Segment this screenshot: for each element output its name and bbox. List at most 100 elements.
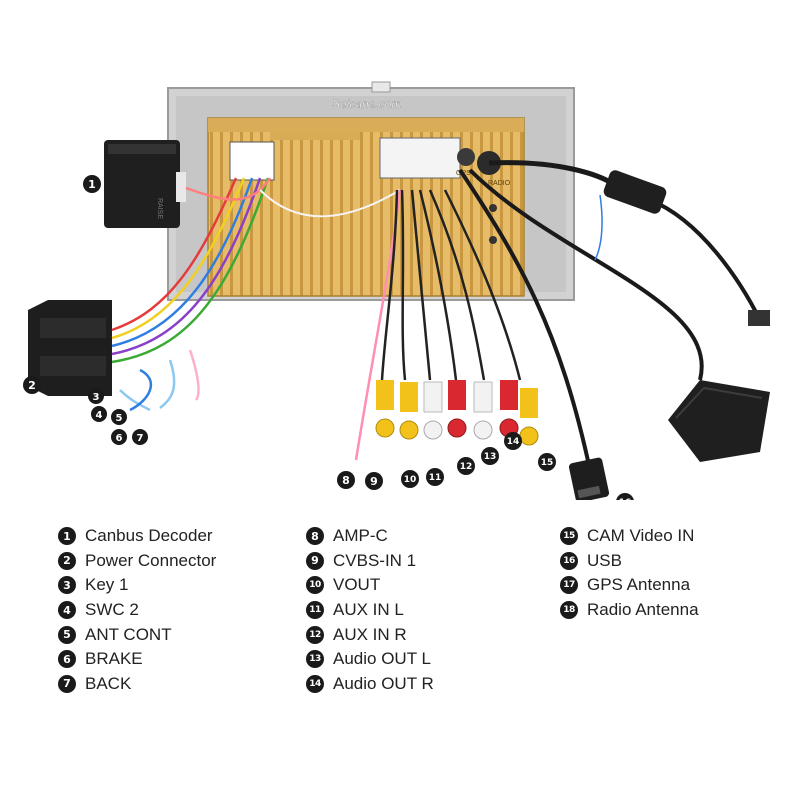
legend-label: Power Connector <box>85 550 217 570</box>
legend-number-badge: 15 <box>560 527 578 546</box>
svg-text:8: 8 <box>342 474 350 487</box>
callout-marker-7: 7 <box>132 429 148 445</box>
svg-text:15: 15 <box>541 458 554 468</box>
legend-item-4: 4 SWC 2 <box>58 598 216 623</box>
harness-wires <box>111 160 762 471</box>
legend-item-14: 14 Audio OUT R <box>306 672 434 697</box>
svg-text:6: 6 <box>116 433 123 444</box>
legend-number-badge: 4 <box>58 601 76 620</box>
radio-antenna-adapter <box>603 170 770 326</box>
legend-number-badge: 12 <box>306 625 324 644</box>
callout-marker-3: 3 <box>88 388 104 404</box>
callout-marker-5: 5 <box>111 409 127 425</box>
callout-marker-4: 4 <box>91 406 107 422</box>
legend-number-badge: 16 <box>560 551 578 570</box>
power-connector <box>28 300 112 396</box>
legend-label: SWC 2 <box>85 600 139 620</box>
callout-marker-15: 15 <box>538 453 556 471</box>
legend-number-badge: 1 <box>58 527 76 546</box>
legend-number-badge: 14 <box>306 674 324 693</box>
legend-label: Canbus Decoder <box>85 526 213 546</box>
usb-plug <box>568 457 610 500</box>
callout-marker-1: 1 <box>83 175 101 193</box>
legend-item-9: 9 CVBS-IN 1 <box>306 549 434 574</box>
svg-text:4: 4 <box>96 410 103 421</box>
svg-text:13: 13 <box>484 452 497 462</box>
legend-label: BACK <box>85 673 132 693</box>
legend-item-8: 8 AMP-C <box>306 524 434 549</box>
legend-item-5: 5 ANT CONT <box>58 622 216 647</box>
svg-text:5: 5 <box>116 413 123 424</box>
legend-number-badge: 7 <box>58 674 76 693</box>
svg-text:2: 2 <box>28 379 36 392</box>
legend-label: BRAKE <box>85 649 143 669</box>
legend-item-18: 18 Radio Antenna <box>560 598 699 623</box>
legend-item-6: 6 BRAKE <box>58 647 216 672</box>
legend-label: VOUT <box>333 575 381 595</box>
legend-label: AUX IN L <box>333 600 404 620</box>
legend-number-badge: 8 <box>306 527 324 546</box>
legend-label: Audio OUT L <box>333 649 431 669</box>
av-connector-block <box>379 137 461 179</box>
radio-port-label: RADIO <box>488 180 511 187</box>
svg-text:12: 12 <box>460 462 473 472</box>
svg-text:7: 7 <box>137 433 144 444</box>
legend-label: Radio Antenna <box>587 600 699 620</box>
callout-marker-9: 9 <box>365 472 383 490</box>
svg-text:9: 9 <box>370 475 378 488</box>
legend-item-16: 16 USB <box>560 549 699 574</box>
brand-watermark: Seicane.com <box>332 97 401 111</box>
svg-text:11: 11 <box>429 473 442 483</box>
legend-label: GPS Antenna <box>587 575 691 595</box>
legend-label: USB <box>587 550 622 570</box>
legend-number-badge: 6 <box>58 650 76 669</box>
legend-item-7: 7 BACK <box>58 672 216 697</box>
gps-port <box>457 148 475 166</box>
legend-number-badge: 9 <box>306 551 324 570</box>
callout-marker-2: 2 <box>23 376 41 394</box>
legend-number-badge: 17 <box>560 576 578 595</box>
legend-item-2: 2 Power Connector <box>58 549 216 574</box>
svg-text:10: 10 <box>404 475 417 485</box>
legend-item-10: 10 VOUT <box>306 573 434 598</box>
legend-number-badge: 10 <box>306 576 324 595</box>
canbus-decoder-box: RAISE <box>104 140 186 228</box>
canbus-label: RAISE <box>156 198 163 219</box>
callout-marker-8: 8 <box>337 471 355 489</box>
callout-marker-14: 14 <box>504 432 522 450</box>
callout-marker-12: 12 <box>457 457 475 475</box>
callout-marker-13: 13 <box>481 447 499 465</box>
callout-marker-16: 16 <box>616 493 634 500</box>
legend-label: ANT CONT <box>85 624 172 644</box>
legend-item-3: 3 Key 1 <box>58 573 216 598</box>
gps-antenna-puck <box>668 380 770 462</box>
legend-number-badge: 2 <box>58 551 76 570</box>
svg-text:3: 3 <box>93 392 100 403</box>
legend-number-badge: 18 <box>560 601 578 620</box>
legend-label: AMP-C <box>333 526 388 546</box>
legend-item-17: 17 GPS Antenna <box>560 573 699 598</box>
legend-label: CVBS-IN 1 <box>333 550 417 570</box>
callout-marker-11: 11 <box>426 468 444 486</box>
svg-text:14: 14 <box>507 437 520 447</box>
wiring-diagram: Seicane.com GPS RADIO RAISE <box>23 81 770 500</box>
legend-label: Audio OUT R <box>333 673 434 693</box>
callout-marker-10: 10 <box>401 470 419 488</box>
legend-item-1: 1 Canbus Decoder <box>58 524 216 549</box>
svg-text:16: 16 <box>619 498 632 500</box>
svg-text:1: 1 <box>88 178 96 191</box>
rca-plugs <box>375 380 539 446</box>
legend-number-badge: 3 <box>58 576 76 595</box>
legend-number-badge: 5 <box>58 625 76 644</box>
callout-marker-6: 6 <box>111 429 127 445</box>
callout-markers: 1 2 3 4 5 6 7 8 9 10 11 12 13 14 15 16 <box>23 175 634 500</box>
main-harness-socket <box>229 141 275 181</box>
legend-label: Key 1 <box>85 575 129 595</box>
